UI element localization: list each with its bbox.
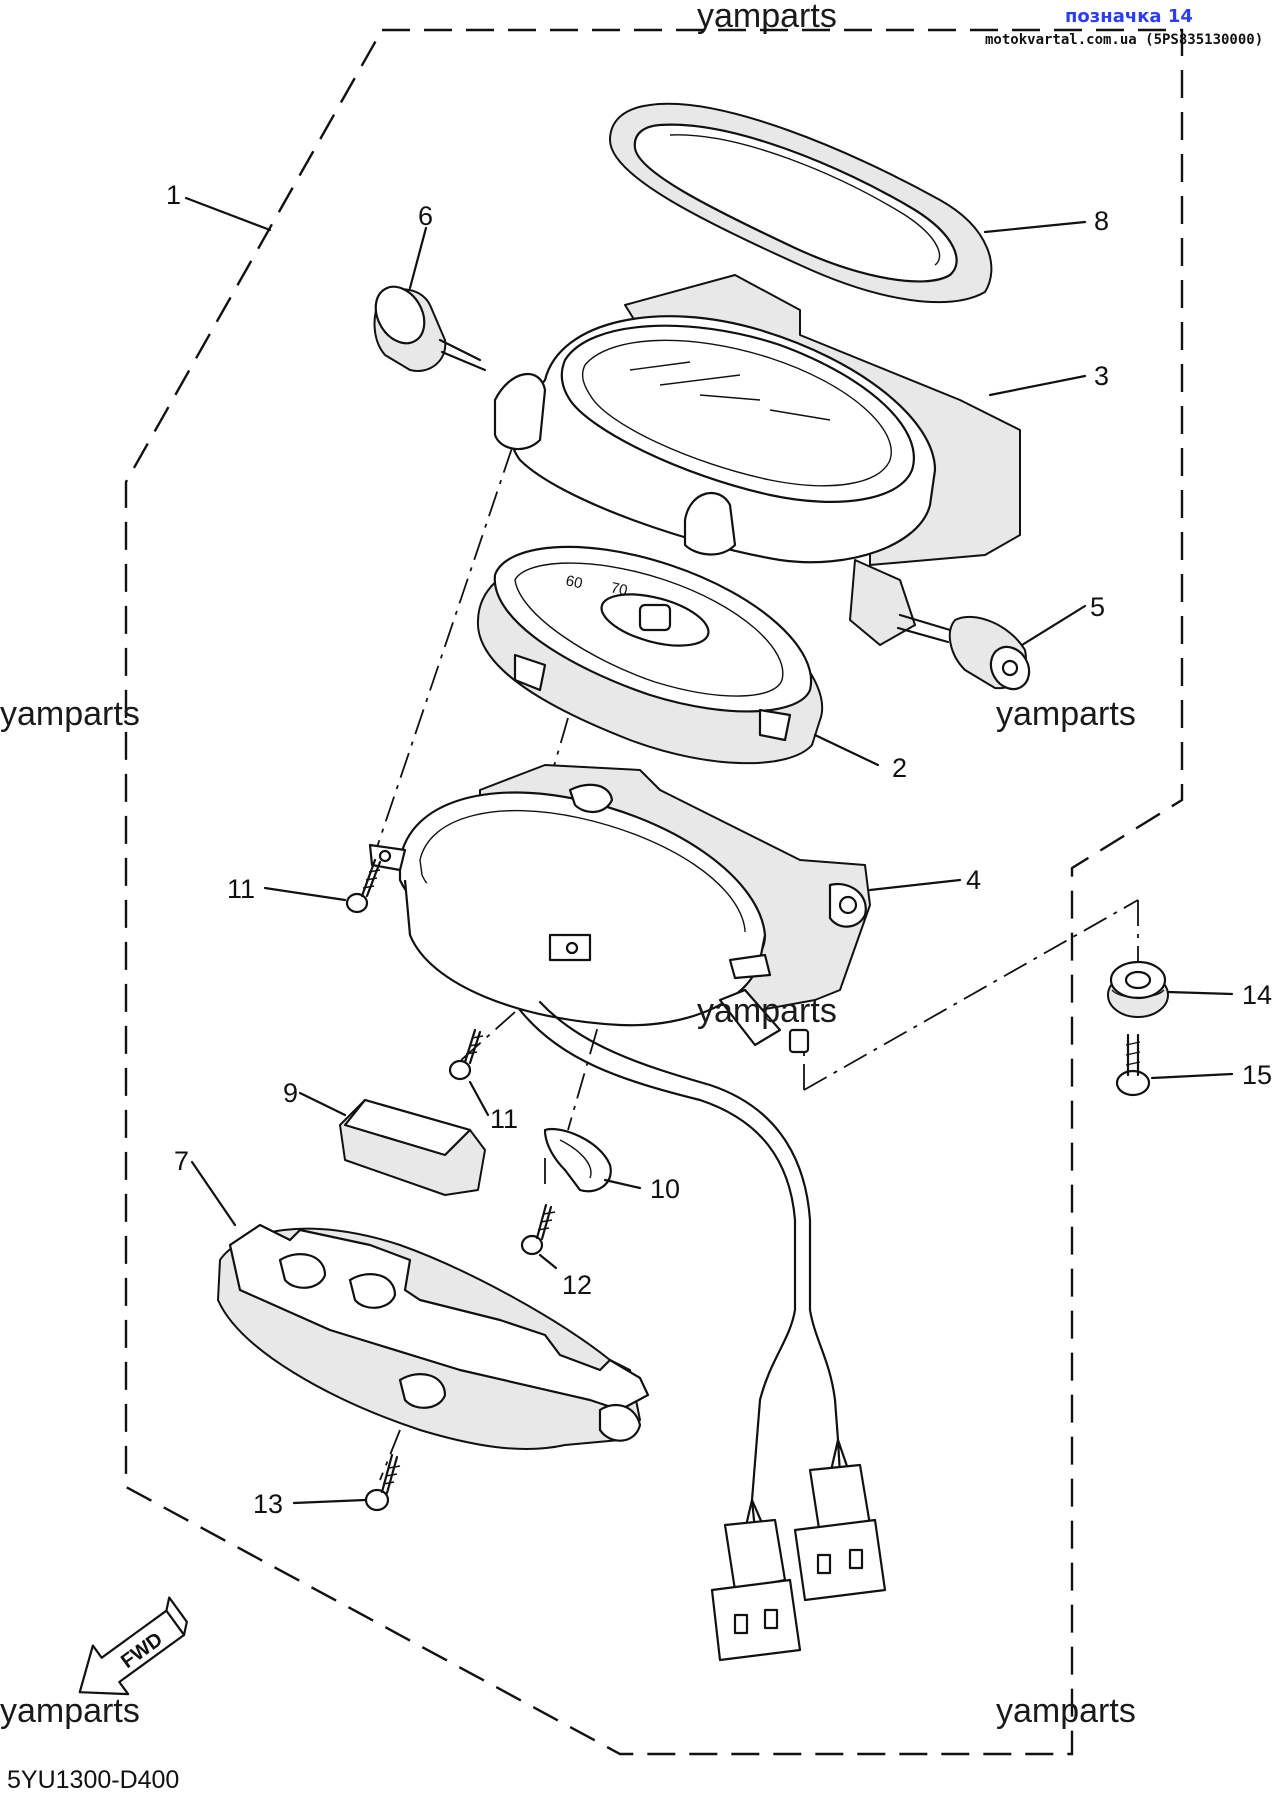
clamp-part (543, 1127, 612, 1193)
callout-3: 3 (1094, 361, 1109, 391)
meter-case-part (368, 764, 871, 1222)
callout-15: 15 (1242, 1060, 1272, 1090)
screw-12 (520, 1203, 556, 1256)
callout-11-left: 11 (227, 874, 255, 904)
screw-13 (364, 1453, 401, 1512)
screw-15 (1115, 1033, 1151, 1097)
tag-label: позначка 14 (1065, 6, 1193, 27)
dial-number-60: 60 (564, 572, 584, 592)
callout-4: 4 (966, 865, 981, 895)
callout-13: 13 (253, 1489, 283, 1519)
watermark-center: yamparts (697, 992, 837, 1030)
callout-8: 8 (1094, 206, 1109, 236)
meter-housing-part (493, 274, 1021, 566)
light-block-part (339, 1098, 486, 1196)
dial-number-70: 70 (609, 579, 629, 599)
bulb-socket-left-part (373, 285, 487, 372)
screw-11-left (345, 858, 382, 914)
lower-cover-part (217, 1223, 650, 1450)
fwd-arrow-icon: FWD (78, 1596, 188, 1696)
bulb-socket-right-part (849, 559, 1031, 691)
callout-14: 14 (1242, 980, 1272, 1010)
screw-11-center (448, 1028, 484, 1081)
callout-9: 9 (283, 1078, 298, 1108)
callout-11-center: 11 (490, 1104, 518, 1134)
bezel-ring-part (609, 102, 993, 304)
callout-12: 12 (562, 1270, 592, 1300)
diagram-code: 5YU1300-D400 (7, 1766, 179, 1794)
leader-lines (184, 196, 1234, 1505)
watermark-left: yamparts (0, 695, 140, 733)
source-line: motokvartal.com.ua (5PS835130000) (985, 32, 1263, 48)
callout-5: 5 (1090, 592, 1105, 622)
callout-2: 2 (892, 753, 907, 783)
meter-unit-part: 60 70 (476, 545, 823, 765)
watermark-right: yamparts (996, 695, 1136, 733)
callout-1: 1 (166, 180, 181, 210)
grommet-part (1107, 960, 1169, 1018)
callout-10: 10 (650, 1174, 680, 1204)
assembly-boundary (124, 28, 1184, 1756)
callout-7: 7 (174, 1146, 189, 1176)
watermark-bottom-right: yamparts (996, 1692, 1136, 1730)
wire-harness (710, 1218, 887, 1662)
callout-6: 6 (418, 201, 433, 231)
watermark-bottom-left: yamparts (0, 1692, 140, 1730)
